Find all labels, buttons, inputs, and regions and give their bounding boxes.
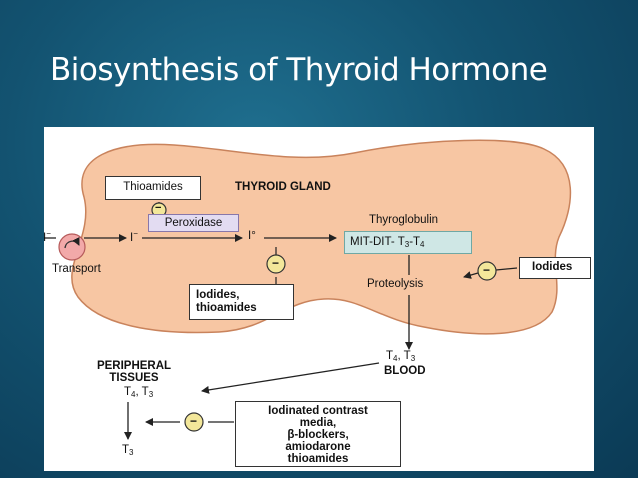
inhibit-symbol: − bbox=[483, 263, 490, 277]
iodides-right-box: Iodides bbox=[519, 257, 591, 279]
iodides-thioamides-box: Iodides, thioamides bbox=[189, 284, 294, 320]
blood-hormones: T4, T3 bbox=[386, 350, 415, 363]
iodide-mid: I− bbox=[130, 229, 138, 244]
blood-label: BLOOD bbox=[384, 365, 426, 377]
peripheral-tissues-label: PERIPHERAL TISSUES bbox=[84, 360, 184, 384]
contrast-media-box: Iodinated contrast media, β-blockers, am… bbox=[235, 401, 401, 467]
inhibit-symbol: − bbox=[155, 202, 161, 214]
gland-label: THYROID GLAND bbox=[235, 181, 331, 193]
inhibit-symbol: − bbox=[272, 256, 279, 270]
peroxidase-label: Peroxidase bbox=[148, 214, 239, 232]
thyroglobulin-label: Thyroglobulin bbox=[369, 214, 438, 226]
iodide-in: I− bbox=[43, 229, 51, 244]
proteolysis-label: Proteolysis bbox=[367, 278, 423, 290]
tissue-hormones: T4, T3 bbox=[124, 386, 153, 399]
blood-to-tissue-arrow bbox=[202, 363, 379, 391]
iodine: I° bbox=[248, 230, 256, 242]
final-t3: T3 bbox=[122, 444, 133, 457]
mit-dit-box: MIT-DIT- T3-T4 bbox=[344, 231, 472, 254]
inhibit-symbol: − bbox=[190, 414, 197, 428]
slide-title: Biosynthesis of Thyroid Hormone bbox=[50, 52, 610, 88]
thioamides-box: Thioamides bbox=[105, 176, 201, 200]
thyroid-diagram: − − − − Thioamides THYROID GLAND Peroxid… bbox=[44, 127, 594, 471]
transport-label: Transport bbox=[52, 263, 101, 275]
thyroid-gland-shape bbox=[72, 140, 571, 334]
transport-pump-icon bbox=[59, 234, 85, 260]
